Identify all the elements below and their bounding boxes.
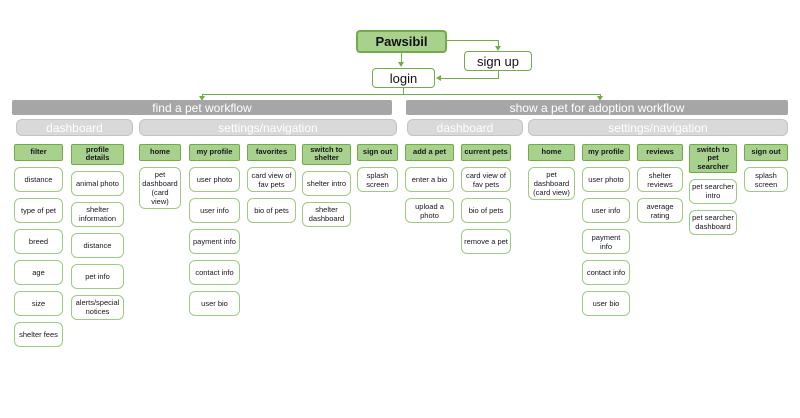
arrowhead-into-signup [495,46,501,51]
column-item: user photo [582,167,630,192]
column-favorites: favorites card view of fav pets bio of pet… [247,144,296,223]
column-item: average rating [637,198,683,223]
column-item: shelter reviews [637,167,683,192]
column-item: user photo [189,167,240,192]
column-header: home [528,144,575,161]
column-item: remove a pet [461,229,511,254]
column-item: age [14,260,63,285]
connector-branch-right-drop [600,94,601,97]
column-header: my profile [189,144,240,161]
root-node-pawsibil: Pawsibil [356,30,447,53]
column-item: splash screen [357,167,398,192]
column-item: shelter dashboard [302,201,351,227]
column-item: user bio [582,291,630,316]
column-item: pet searcher intro [689,178,737,204]
column-item: shelter fees [14,322,63,347]
arrowhead-into-find-workflow [199,96,205,101]
column-item: breed [14,229,63,254]
arrowhead-into-show-workflow [597,96,603,101]
column-show-home: home pet dashboard (card view) [528,144,575,200]
column-item: user info [189,198,240,223]
column-item: distance [71,232,124,258]
column-show-sign-out: sign out splash screen [744,144,788,192]
column-item: card view of fav pets [247,167,296,192]
column-item: payment info [189,229,240,254]
show-settings-navigation-section-bar: settings/navigation [528,119,788,136]
column-item: user bio [189,291,240,316]
column-item: bio of pets [461,198,511,223]
column-item: pet dashboard (card view) [528,167,575,200]
arrowhead-into-login-top [398,62,404,67]
login-node: login [372,68,435,88]
column-item: payment info [582,229,630,254]
column-item: pet dashboard (card view) [139,167,181,209]
column-item: shelter intro [302,170,351,196]
column-item: card view of fav pets [461,167,511,192]
column-header: switch to pet searcher [689,144,737,173]
column-item: pet searcher dashboard [689,209,737,235]
column-profile-details: profile details animal photo shelter infor… [71,144,124,320]
column-show-my-profile: my profile user photo user info payment inf… [582,144,630,316]
column-header: reviews [637,144,683,161]
column-reviews: reviews shelter reviews average rating [637,144,683,223]
column-switch-to-shelter: switch to shelter shelter intro shelter da… [302,144,351,227]
column-current-pets: current pets card view of fav pets bio of … [461,144,511,254]
column-item: user info [582,198,630,223]
column-item: animal photo [71,170,124,196]
connector-root-to-login [401,53,402,63]
column-header: home [139,144,181,161]
column-item: bio of pets [247,198,296,223]
column-header: current pets [461,144,511,161]
connector-signup-to-login-vertical [498,71,499,78]
connector-signup-to-login-horizontal [441,78,499,79]
signup-node: sign up [464,51,532,71]
column-item: size [14,291,63,316]
column-find-my-profile: my profile user photo user info payment inf… [189,144,240,316]
column-find-sign-out: sign out splash screen [357,144,398,192]
column-item: contact info [189,260,240,285]
column-item: type of pet [14,198,63,223]
column-switch-to-pet-searcher: switch to pet searcher pet searcher intro… [689,144,737,235]
column-add-a-pet: add a pet enter a bio upload a photo [405,144,454,223]
arrowhead-into-login-right [436,75,441,81]
column-header: filter [14,144,63,161]
show-dashboard-section-bar: dashboard [407,119,523,136]
column-header: profile details [71,144,124,165]
find-dashboard-section-bar: dashboard [16,119,133,136]
column-item: shelter information [71,201,124,227]
connector-branch-left-drop [202,94,203,97]
column-item: splash screen [744,167,788,192]
connector-branch-horizontal [202,94,601,95]
column-item: pet info [71,263,124,289]
column-item: alerts/special notices [71,294,124,320]
connector-root-to-signup-horizontal [447,40,498,41]
show-a-pet-workflow-bar: show a pet for adoption workflow [406,100,788,115]
column-header: sign out [744,144,788,161]
connector-root-to-signup-vertical [498,40,499,47]
connector-login-to-branch [403,88,404,94]
column-filter: filter distance type of pet breed age size she… [14,144,63,347]
column-header: sign out [357,144,398,161]
column-item: distance [14,167,63,192]
find-a-pet-workflow-bar: find a pet workflow [12,100,392,115]
column-item: upload a photo [405,198,454,223]
column-item: contact info [582,260,630,285]
column-item: enter a bio [405,167,454,192]
column-header: add a pet [405,144,454,161]
column-header: my profile [582,144,630,161]
column-header: favorites [247,144,296,161]
column-header: switch to shelter [302,144,351,165]
column-find-home: home pet dashboard (card view) [139,144,181,209]
find-settings-navigation-section-bar: settings/navigation [139,119,397,136]
